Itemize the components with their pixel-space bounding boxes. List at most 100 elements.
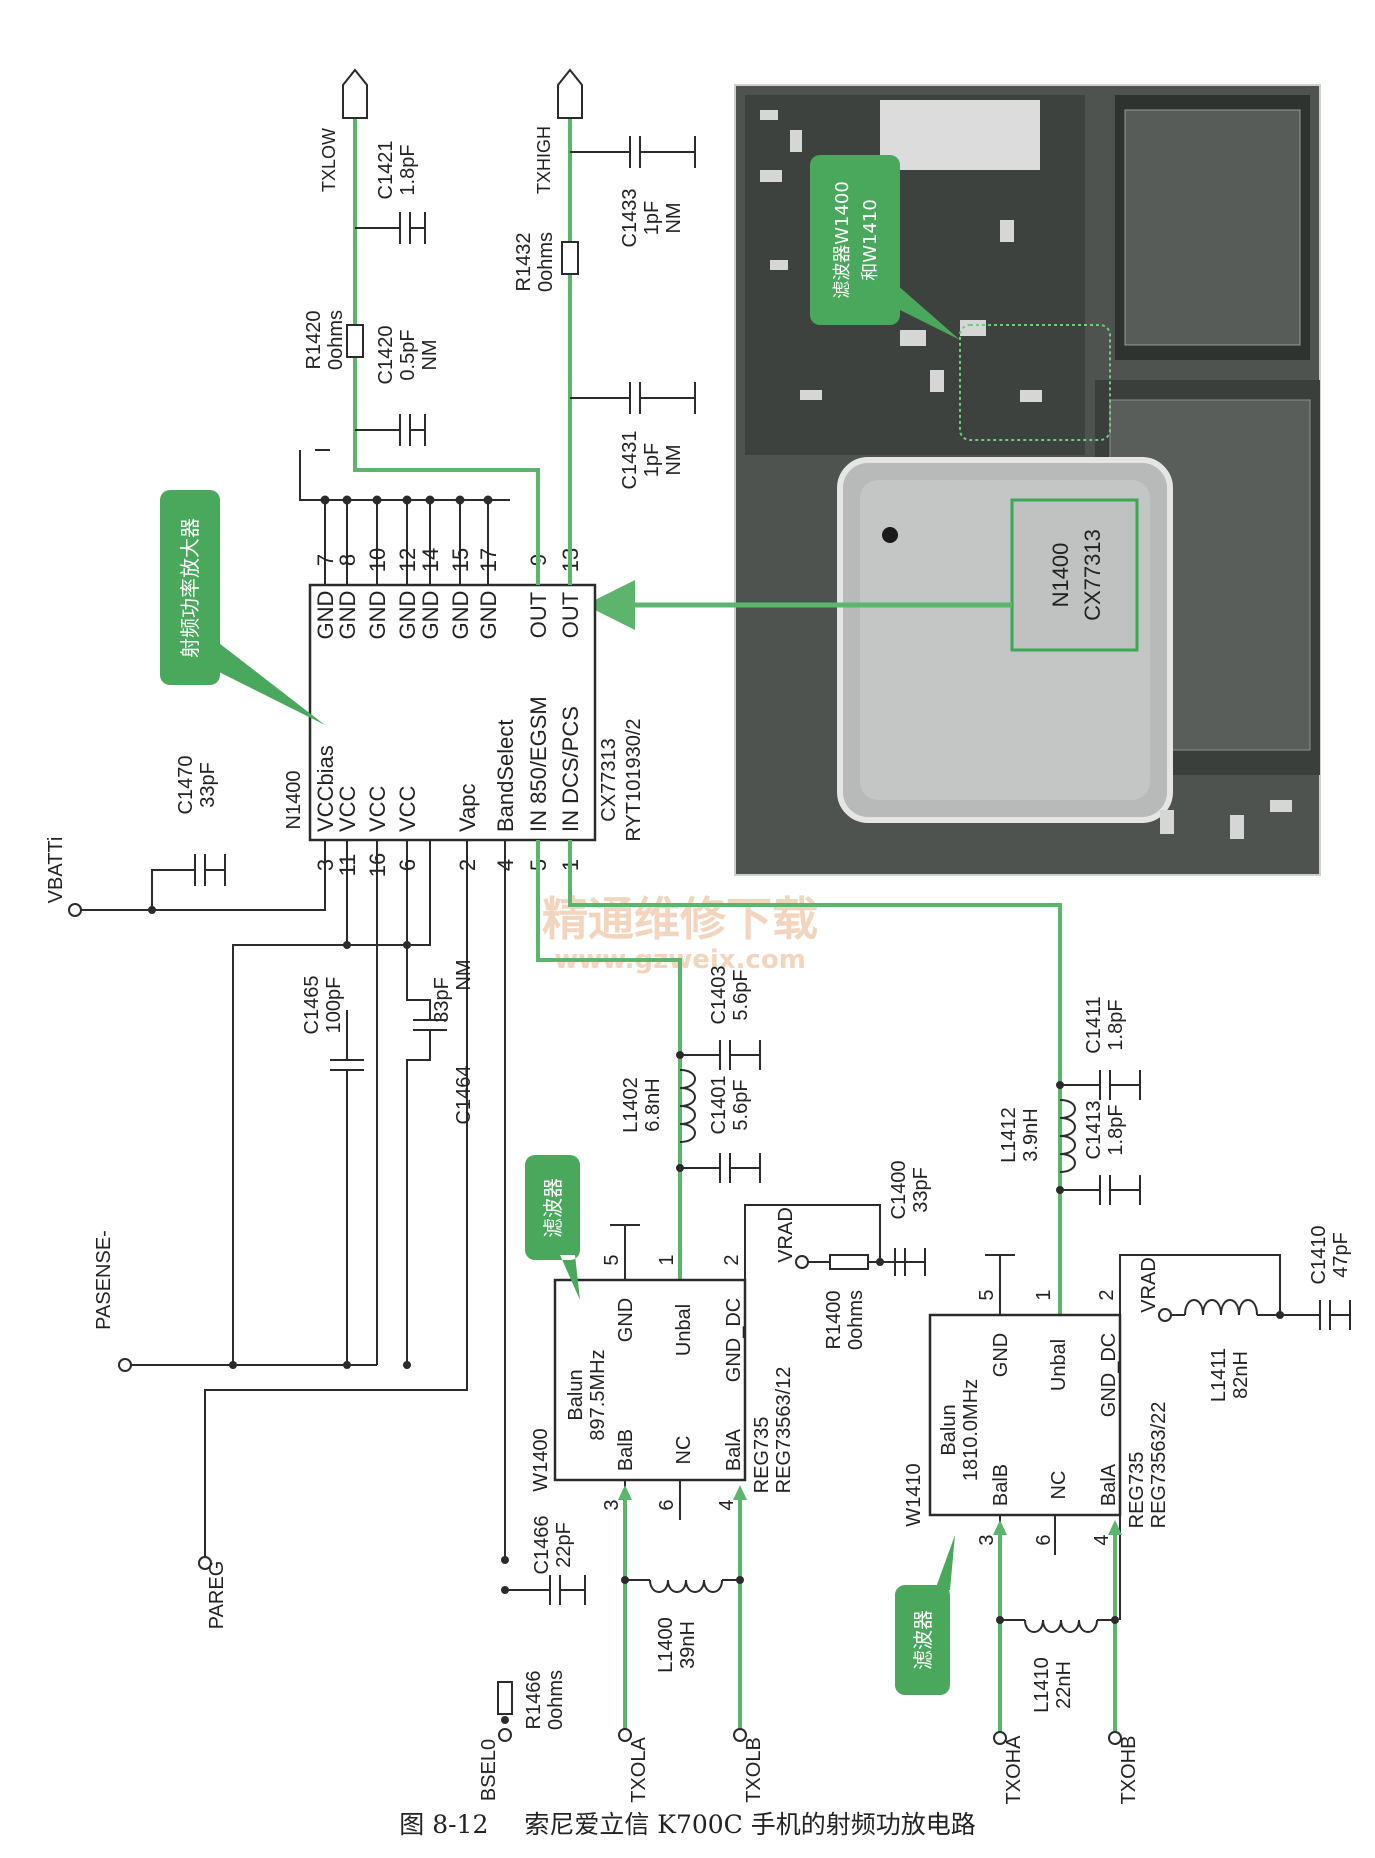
pasense-terminal	[118, 1358, 132, 1372]
highband-parts	[1059, 1070, 1141, 1205]
c1466-val: 22pF	[553, 1522, 575, 1568]
w1410-texts: Balun 1810.0MHz GND Unbal GND_DC BalB NC…	[903, 1289, 1170, 1545]
vrad2-labels: VRAD L1411 82nH C1410 47pF	[1138, 1226, 1352, 1403]
w1410-part2: REG73563/22	[1148, 1402, 1170, 1529]
w1400-ref: W1400	[530, 1428, 552, 1491]
c1403-ref: C1403	[708, 966, 730, 1025]
w1410-part1: REG735	[1126, 1452, 1148, 1529]
l1412-ref: L1412	[998, 1107, 1020, 1163]
pareg-terminal	[198, 1556, 212, 1570]
r1466-ref: R1466	[523, 1671, 545, 1730]
c1403-val: 5.6pF	[730, 969, 752, 1020]
w1410-num-3: 3	[976, 1534, 998, 1545]
pa-pin-bottom-5: 5IN 850/EGSM	[526, 696, 551, 871]
pa-pin-name-4: BandSelect	[493, 719, 518, 832]
c1413-val: 1.8pF	[1105, 1104, 1127, 1155]
bsel-parts	[497, 1575, 586, 1715]
c1410-val: 47pF	[1330, 1232, 1352, 1278]
c1431-ref: C1431	[619, 431, 641, 490]
pa-pin-name-2: Vapc	[455, 783, 480, 832]
pa-pin-name-10: GND	[365, 591, 390, 640]
w1410-pin-balb: BalB	[990, 1464, 1012, 1506]
r1466-val: 0ohms	[545, 1670, 567, 1730]
balun-w1400	[553, 1204, 881, 1730]
r1420-val: 0ohms	[325, 310, 347, 370]
filter2-text: 滤波器	[911, 1610, 935, 1670]
gnd-bus	[299, 449, 510, 501]
c1421-val: 1.8pF	[397, 144, 419, 195]
pcb-photo: N1400 CX77313 滤波器W1400 和W1410	[734, 84, 1321, 876]
pa-pin-name-1: IN DCS/PCS	[558, 706, 583, 832]
balun-w1410	[928, 1254, 1281, 1735]
pa-pin-bottom-1: 1IN DCS/PCS	[558, 706, 583, 871]
c1413-ref: C1413	[1083, 1101, 1105, 1160]
w1410-pin-gnd: GND	[990, 1333, 1012, 1377]
txola-label: TXOLA	[628, 1737, 650, 1803]
filter-area-outline	[959, 324, 1111, 441]
pa-pin-num-10: 10	[365, 548, 390, 572]
pa-pin-num-7: 7	[313, 554, 338, 566]
w1410-type: Balun	[938, 1404, 960, 1455]
top-part-labels: C1421 1.8pF R1420 0ohms C1420 0.5pF NM C…	[303, 141, 685, 490]
txoha-label: TXOHA	[1003, 1735, 1025, 1805]
pa-chip-n1400	[308, 583, 597, 842]
l1402-val: 6.8nH	[642, 1078, 664, 1131]
photo-filter-callout	[810, 155, 960, 340]
w1400-num-3: 3	[601, 1499, 623, 1510]
r1400-val: 0ohms	[845, 1290, 867, 1350]
pa-part2: RYT101930/2	[623, 718, 645, 841]
photo-callout-line2: 和W1410	[860, 199, 881, 281]
w1410-num-6: 6	[1033, 1534, 1055, 1545]
txhigh-port: TXHIGH	[534, 68, 583, 194]
w1400-texts: Balun 897.5MHz GND Unbal GND_DC BalB NC …	[530, 1254, 795, 1510]
bottom-labels: BSEL0 TXOLA TXOLB TXOHA TXOHB C1466 22pF…	[478, 1516, 1140, 1805]
w1400-pin-unbal: Unbal	[673, 1304, 695, 1356]
w1400-freq: 897.5MHz	[587, 1349, 609, 1440]
w1400-num-1: 1	[656, 1254, 678, 1265]
filter1-text: 滤波器	[541, 1178, 565, 1238]
r1432-val: 0ohms	[535, 232, 557, 292]
vbatt-label: VBATTi	[45, 837, 67, 904]
w1410-pin-unbal: Unbal	[1048, 1339, 1070, 1391]
c1433-val: 1pF	[641, 201, 663, 235]
pa-callout: 射频功率放大器	[160, 490, 325, 725]
r1432-ref: R1432	[513, 233, 535, 292]
pa-pin-name-7: GND	[313, 591, 338, 640]
input-nets	[536, 840, 1062, 1315]
w1400-num-5: 5	[601, 1254, 623, 1265]
pa-pin-name-15: GND	[448, 591, 473, 640]
l1400-val: 39nH	[677, 1621, 699, 1669]
w1400-num-6: 6	[656, 1499, 678, 1510]
w1400-pin-bala: BalA	[723, 1428, 745, 1471]
c1400-ref: C1400	[888, 1161, 910, 1220]
vrad1-label: VRAD	[775, 1207, 797, 1263]
lowband-parts	[679, 1040, 761, 1183]
junction-dots	[148, 906, 509, 1724]
pa-pin-name-6: VCC	[395, 785, 420, 832]
photo-callout-line1: 滤波器W1400	[832, 181, 853, 299]
pa-pin-num-8: 8	[335, 554, 360, 566]
txlow-port: TXLOW	[319, 68, 368, 192]
l1412-val: 3.9nH	[1020, 1108, 1042, 1161]
c1464-ref: C1464	[453, 1066, 475, 1125]
c1411-ref: C1411	[1083, 996, 1105, 1053]
r1420-ref: R1420	[303, 311, 325, 370]
txlow-net	[353, 90, 572, 585]
pa-part: CX77313	[598, 738, 620, 821]
c1433-ref: C1433	[619, 189, 641, 248]
highband-labels: C1411 1.8pF L1412 3.9nH C1413 1.8pF	[998, 996, 1127, 1163]
pa-pin-name-9: OUT	[526, 592, 551, 638]
l1402-ref: L1402	[620, 1077, 642, 1133]
c1466-ref: C1466	[531, 1516, 553, 1575]
c1411-val: 1.8pF	[1105, 999, 1127, 1050]
w1410-num-4: 4	[1091, 1534, 1113, 1545]
w1400-pin-gnddc: GND_DC	[723, 1298, 745, 1382]
photo-chip-part: CX77313	[1080, 529, 1105, 621]
c1464-nm: NM	[453, 959, 475, 990]
r1400-ref: R1400	[823, 1291, 845, 1350]
